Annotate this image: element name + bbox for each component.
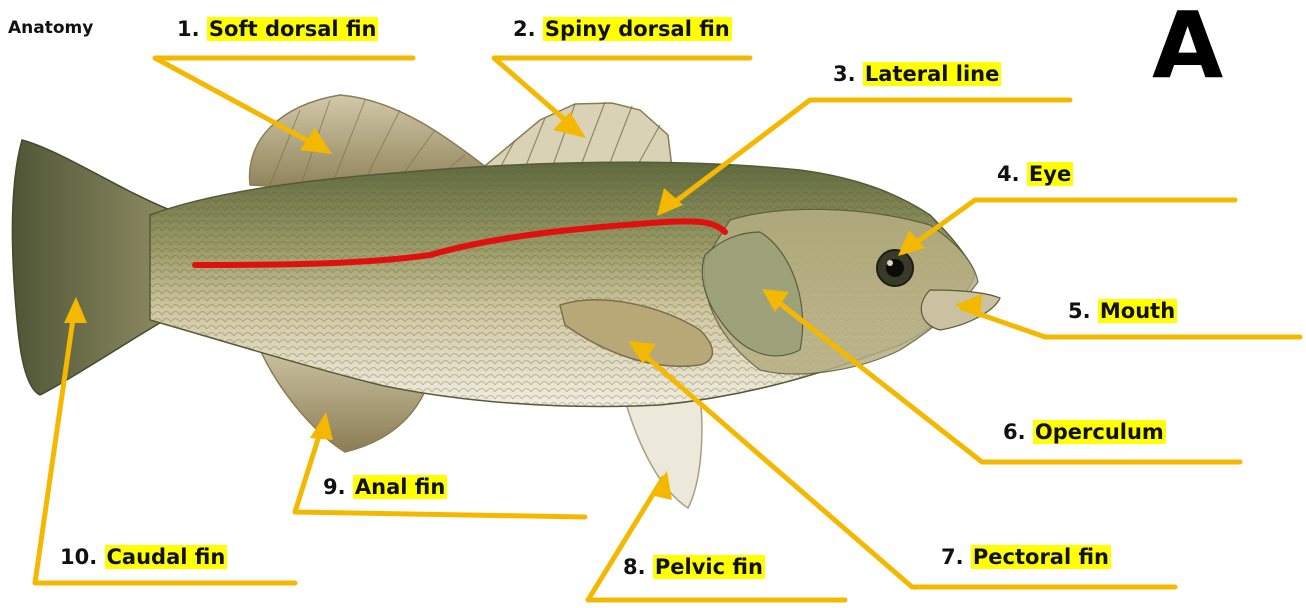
- label-operculum: 6. Operculum: [1003, 419, 1166, 445]
- label-pectoral-fin: 7. Pectoral fin: [941, 544, 1111, 570]
- label-text: Anal fin: [353, 475, 447, 499]
- label-number: 5.: [1068, 299, 1091, 323]
- label-number: 6.: [1003, 420, 1026, 444]
- label-text: Caudal fin: [105, 545, 228, 569]
- label-number: 9.: [323, 475, 346, 499]
- diagram-title: Anatomy: [8, 18, 93, 38]
- label-number: 10.: [60, 545, 97, 569]
- label-soft-dorsal-fin: 1. Soft dorsal fin: [177, 16, 378, 42]
- label-number: 3.: [833, 62, 856, 86]
- label-number: 1.: [177, 17, 200, 41]
- label-caudal-fin: 10. Caudal fin: [60, 544, 227, 570]
- label-text: Soft dorsal fin: [207, 17, 379, 41]
- label-text: Pelvic fin: [653, 555, 765, 579]
- label-text: Eye: [1027, 162, 1073, 186]
- label-mouth: 5. Mouth: [1068, 298, 1177, 324]
- label-text: Lateral line: [863, 62, 1001, 86]
- label-text: Operculum: [1033, 420, 1166, 444]
- label-lateral-line: 3. Lateral line: [833, 61, 1001, 87]
- label-spiny-dorsal-fin: 2. Spiny dorsal fin: [513, 16, 732, 42]
- panel-letter: A: [1152, 0, 1223, 99]
- label-number: 7.: [941, 545, 964, 569]
- label-eye: 4. Eye: [997, 161, 1073, 187]
- label-text: Mouth: [1098, 299, 1177, 323]
- label-pelvic-fin: 8. Pelvic fin: [623, 554, 765, 580]
- label-text: Spiny dorsal fin: [543, 17, 732, 41]
- label-number: 4.: [997, 162, 1020, 186]
- label-anal-fin: 9. Anal fin: [323, 474, 447, 500]
- label-text: Pectoral fin: [971, 545, 1111, 569]
- caudal-fin-shape: [13, 140, 171, 395]
- label-number: 8.: [623, 555, 646, 579]
- label-number: 2.: [513, 17, 536, 41]
- spiny-dorsal-fin-shape: [480, 103, 672, 170]
